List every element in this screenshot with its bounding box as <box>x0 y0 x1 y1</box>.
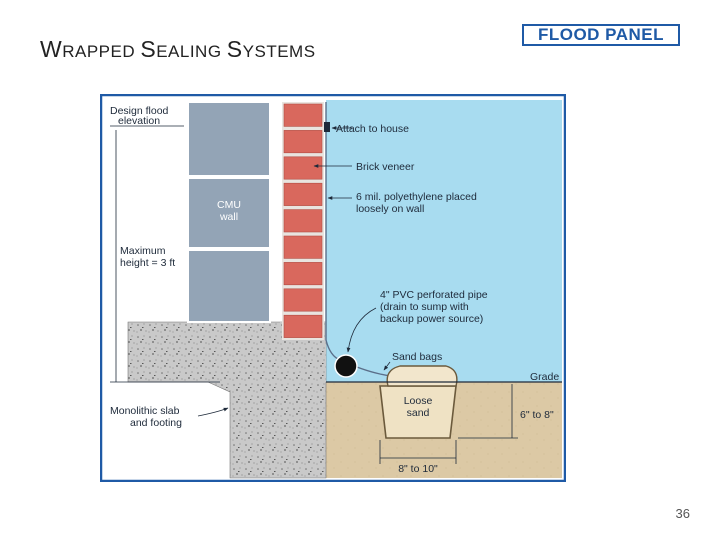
page-number: 36 <box>675 506 690 521</box>
label-grade: Grade <box>530 371 559 383</box>
brick <box>283 209 323 233</box>
diagram-frame <box>100 94 566 482</box>
label-pvc-2: (drain to sump with <box>380 301 469 313</box>
label-cmu-1: CMU <box>217 199 241 211</box>
title-part-3: YSTEMS <box>242 42 316 61</box>
wrapped-sealing-diagram: Design flood elevation Maximum height = … <box>100 94 566 482</box>
label-brick: Brick veneer <box>356 161 415 173</box>
label-cmu-2: wall <box>219 211 238 223</box>
brick <box>283 156 323 180</box>
brick <box>283 182 323 206</box>
label-slab-1: Monolithic slab <box>110 405 180 417</box>
logo-text: FLOOD PANEL <box>537 25 665 44</box>
label-design-flood-2: elevation <box>118 115 160 127</box>
label-loose-1: Loose <box>404 395 433 407</box>
title-initial-3: S <box>226 36 243 62</box>
cmu-block-1 <box>187 101 271 177</box>
title-initial-2: S <box>140 36 157 62</box>
label-design-flood-1: Design flood <box>110 105 169 117</box>
label-pvc-1: 4" PVC perforated pipe <box>380 289 488 301</box>
title-part-1: RAPPED <box>62 42 141 61</box>
brick-veneer <box>282 102 324 340</box>
label-poly-2: loosely on wall <box>356 203 424 215</box>
brick <box>283 262 323 286</box>
label-slab-2: and footing <box>130 417 182 429</box>
title-initial-1: W <box>40 36 63 62</box>
label-loose-2: sand <box>407 407 430 419</box>
brick <box>283 130 323 154</box>
pvc-pipe-icon <box>334 354 358 378</box>
label-max-height-1: Maximum <box>120 245 166 257</box>
brick <box>283 314 323 338</box>
sandbag-icon <box>386 365 458 387</box>
slab-leader <box>197 407 229 417</box>
label-pvc-3: backup power source) <box>380 313 483 325</box>
label-attach: Attach to house <box>336 123 409 135</box>
title-part-2: EALING <box>156 42 227 61</box>
brick <box>283 235 323 259</box>
sandbag-leader <box>383 361 391 371</box>
label-poly-1: 6 mil. polyethylene placed <box>356 191 477 203</box>
slide-title: WRAPPED SEALING SYSTEMS <box>40 36 316 63</box>
diagram-svg: Design flood elevation Maximum height = … <box>100 94 566 482</box>
label-width: 8" to 10" <box>398 463 438 475</box>
attach-point-icon <box>324 122 330 132</box>
brick <box>283 103 323 127</box>
label-depth: 6" to 8" <box>520 409 554 421</box>
label-sandbags: Sand bags <box>392 351 442 363</box>
flood-panel-logo: FLOOD PANEL <box>522 24 680 46</box>
pvc-leader <box>346 307 377 353</box>
cmu-block-3 <box>187 249 271 323</box>
label-max-height-2: height = 3 ft <box>120 257 175 269</box>
brick <box>283 288 323 312</box>
sky-area <box>326 100 562 382</box>
cmu-block-2 <box>187 177 271 249</box>
